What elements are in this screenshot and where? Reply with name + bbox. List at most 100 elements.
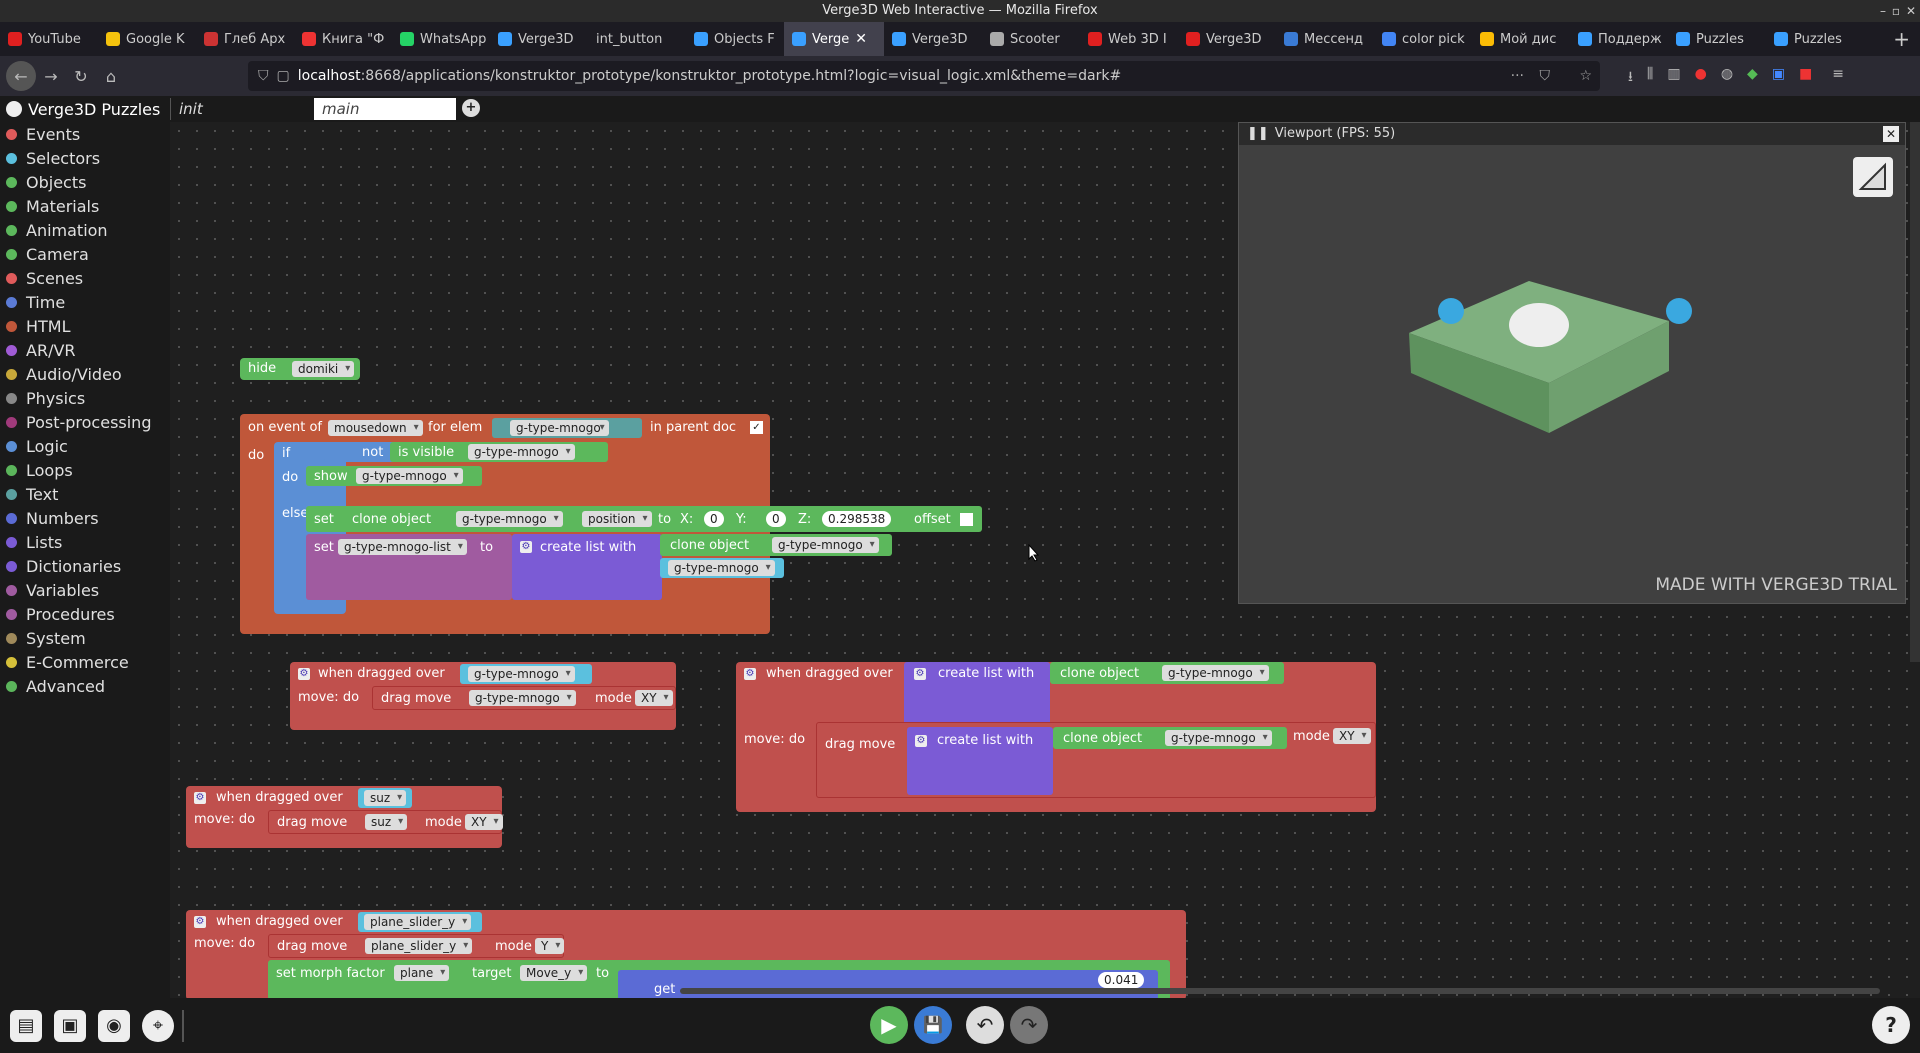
new-tab-button[interactable]: + (1893, 27, 1910, 51)
camera-icon[interactable]: ◉ (98, 1010, 130, 1042)
elem-text-field[interactable]: g-type-mnogo (510, 420, 609, 436)
show-target-dropdown[interactable]: g-type-mnogo (356, 468, 463, 484)
category-advanced[interactable]: Advanced (0, 674, 170, 698)
mode-dropdown[interactable]: XY (635, 690, 673, 706)
category-camera[interactable]: Camera (0, 242, 170, 266)
category-scenes[interactable]: Scenes (0, 266, 170, 290)
number-value[interactable]: 0.041 (1098, 972, 1145, 988)
target-icon[interactable]: ⌖ (142, 1010, 174, 1042)
category-numbers[interactable]: Numbers (0, 506, 170, 530)
clone-object-block[interactable]: clone object g-type-mnogo (660, 534, 892, 556)
create-list-block[interactable]: ⚙ create list with (904, 662, 1050, 728)
mode-dropdown[interactable]: Y (535, 938, 565, 954)
bookmark-star-icon[interactable]: ☆ (1579, 68, 1592, 84)
category-audio-video[interactable]: Audio/Video (0, 362, 170, 386)
category-animation[interactable]: Animation (0, 218, 170, 242)
vertical-scrollbar[interactable] (1910, 122, 1920, 662)
variable-dropdown[interactable]: g-type-mnogo-list (338, 539, 467, 555)
create-list-block-2[interactable]: ⚙ create list with (907, 727, 1053, 795)
mode-dropdown[interactable]: XY (1333, 728, 1371, 744)
fullscreen-button[interactable] (1853, 157, 1893, 197)
gear-icon[interactable]: ⚙ (298, 668, 310, 680)
close-window-button[interactable]: ✕ (1905, 4, 1916, 18)
forward-button[interactable]: → (44, 66, 58, 86)
url-bar[interactable]: ⛉ ▢ localhost:8668/applications/konstruk… (248, 61, 1600, 91)
category-ar-vr[interactable]: AR/VR (0, 338, 170, 362)
morph-object-dropdown[interactable]: plane (394, 965, 450, 981)
category-selectors[interactable]: Selectors (0, 146, 170, 170)
minimize-button[interactable]: – (1880, 4, 1886, 18)
clone-object-block[interactable]: clone object g-type-mnogo (1050, 662, 1284, 684)
drag1-move-dropdown[interactable]: g-type-mnogo (469, 690, 576, 706)
file-menu-icon[interactable]: ▤ (10, 1010, 42, 1042)
close-tab-icon[interactable]: ✕ (855, 31, 867, 47)
category-loops[interactable]: Loops (0, 458, 170, 482)
morph-target-dropdown[interactable]: Move_y (520, 965, 588, 981)
horizontal-scrollbar[interactable] (680, 988, 1880, 994)
browser-tab[interactable]: int_button (588, 22, 686, 56)
clone-object-block-2[interactable]: clone object g-type-mnogo (1053, 727, 1287, 749)
is-visible-block[interactable]: is visible g-type-mnogo (390, 442, 608, 462)
category-post-processing[interactable]: Post-processing (0, 410, 170, 434)
drag-block-4[interactable]: ⚙ when dragged over plane_slider_y move:… (186, 910, 1186, 998)
browser-tab[interactable]: Мессенд (1276, 22, 1374, 56)
offset-checkbox[interactable] (960, 513, 973, 526)
play-button[interactable]: ▶ (870, 1006, 908, 1044)
category-logic[interactable]: Logic (0, 434, 170, 458)
drag-move-block[interactable]: drag move plane_slider_y mode Y (268, 934, 565, 958)
translate-icon[interactable]: ▣ (1771, 66, 1786, 82)
category-text[interactable]: Text (0, 482, 170, 506)
mode-dropdown[interactable]: XY (465, 814, 503, 830)
object-selector-block[interactable]: g-type-mnogo (660, 558, 784, 578)
reload-button[interactable]: ↻ (74, 66, 88, 86)
menu-icon[interactable]: ≡ (1832, 66, 1845, 82)
z-value[interactable]: 0.298538 (822, 511, 892, 527)
browser-tab[interactable]: Scooter (982, 22, 1080, 56)
position-dropdown[interactable]: position (582, 511, 652, 527)
maximize-button[interactable]: ▫ (1891, 4, 1900, 18)
gear-icon[interactable]: ⚙ (915, 735, 927, 747)
drag3-selector[interactable]: suz (358, 788, 412, 808)
gear-icon[interactable]: ⚙ (520, 541, 532, 553)
add-tab-icon[interactable]: + (462, 99, 480, 117)
adblock-icon[interactable]: ● (1694, 66, 1707, 82)
browser-tab[interactable]: Глеб Арх (196, 22, 294, 56)
save-file-icon[interactable]: ▣ (54, 1010, 86, 1042)
drag-block-3[interactable]: ⚙ when dragged over suz move: do drag mo… (186, 786, 503, 848)
download-icon[interactable]: ⭳ (1628, 69, 1633, 85)
clone-target-dropdown[interactable]: g-type-mnogo (456, 511, 563, 527)
browser-tab[interactable]: Google K (98, 22, 196, 56)
undo-button[interactable]: ↶ (966, 1006, 1004, 1044)
set-position-block[interactable]: set clone object g-type-mnogo position t… (306, 506, 982, 532)
parent-doc-checkbox[interactable]: ✓ (750, 421, 763, 434)
browser-tab[interactable]: WhatsApp (392, 22, 490, 56)
browser-tab[interactable]: YouTube (0, 22, 98, 56)
drag-block-1[interactable]: ⚙ when dragged over g-type-mnogo move: d… (290, 662, 676, 730)
browser-tab[interactable]: Objects F (686, 22, 784, 56)
hide-block[interactable]: hide domiki (240, 358, 360, 380)
browser-tab[interactable]: Verge3D (1178, 22, 1276, 56)
category-objects[interactable]: Objects (0, 170, 170, 194)
sidebar-icon[interactable]: ▥ (1667, 66, 1681, 82)
drag3-move-dropdown[interactable]: suz (365, 814, 408, 830)
pocket-icon[interactable]: ⛉ (1539, 68, 1551, 84)
viewport-close-icon[interactable]: ✕ (1883, 126, 1899, 142)
help-button[interactable]: ? (1872, 1006, 1910, 1044)
category-procedures[interactable]: Procedures (0, 602, 170, 626)
category-e-commerce[interactable]: E-Commerce (0, 650, 170, 674)
create-list-block[interactable]: ⚙ create list with (512, 534, 662, 600)
globe-icon[interactable]: ◍ (1720, 66, 1734, 82)
category-system[interactable]: System (0, 626, 170, 650)
browser-tab[interactable]: Web 3D I (1080, 22, 1178, 56)
on-event-block[interactable]: on event of mousedown for elem g-type-mn… (240, 414, 982, 634)
gear-icon[interactable]: ⚙ (194, 916, 206, 928)
drag-move-block[interactable]: drag move ⚙ create list with clone objec… (816, 722, 1376, 798)
tab-init[interactable]: init (170, 98, 203, 120)
extension-icon[interactable]: ◆ (1747, 66, 1758, 82)
drag-move-block[interactable]: drag move g-type-mnogo mode XY (372, 686, 676, 710)
gear-icon[interactable]: ⚙ (744, 668, 756, 680)
browser-tab[interactable]: Puzzles (1668, 22, 1766, 56)
drag3-target-dropdown[interactable]: suz (364, 790, 407, 806)
home-button[interactable]: ⌂ (105, 66, 117, 86)
x-value[interactable]: 0 (704, 511, 724, 527)
